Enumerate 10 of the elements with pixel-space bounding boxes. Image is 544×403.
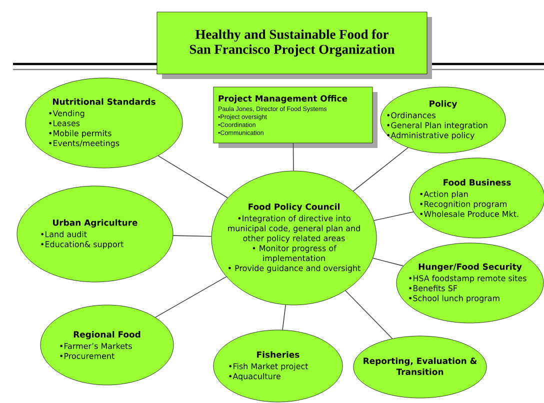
connector-line (292, 142, 294, 172)
title-box: Healthy and Sustainable Food for San Francisco Project Organization (156, 12, 432, 79)
connector-line (345, 290, 393, 340)
connector-line (373, 211, 414, 221)
connector-line (352, 147, 409, 192)
connector-line (372, 258, 404, 266)
connector-line (158, 155, 228, 198)
connector-line (172, 235, 212, 237)
connector-line (282, 304, 286, 330)
connector-line (154, 276, 227, 318)
